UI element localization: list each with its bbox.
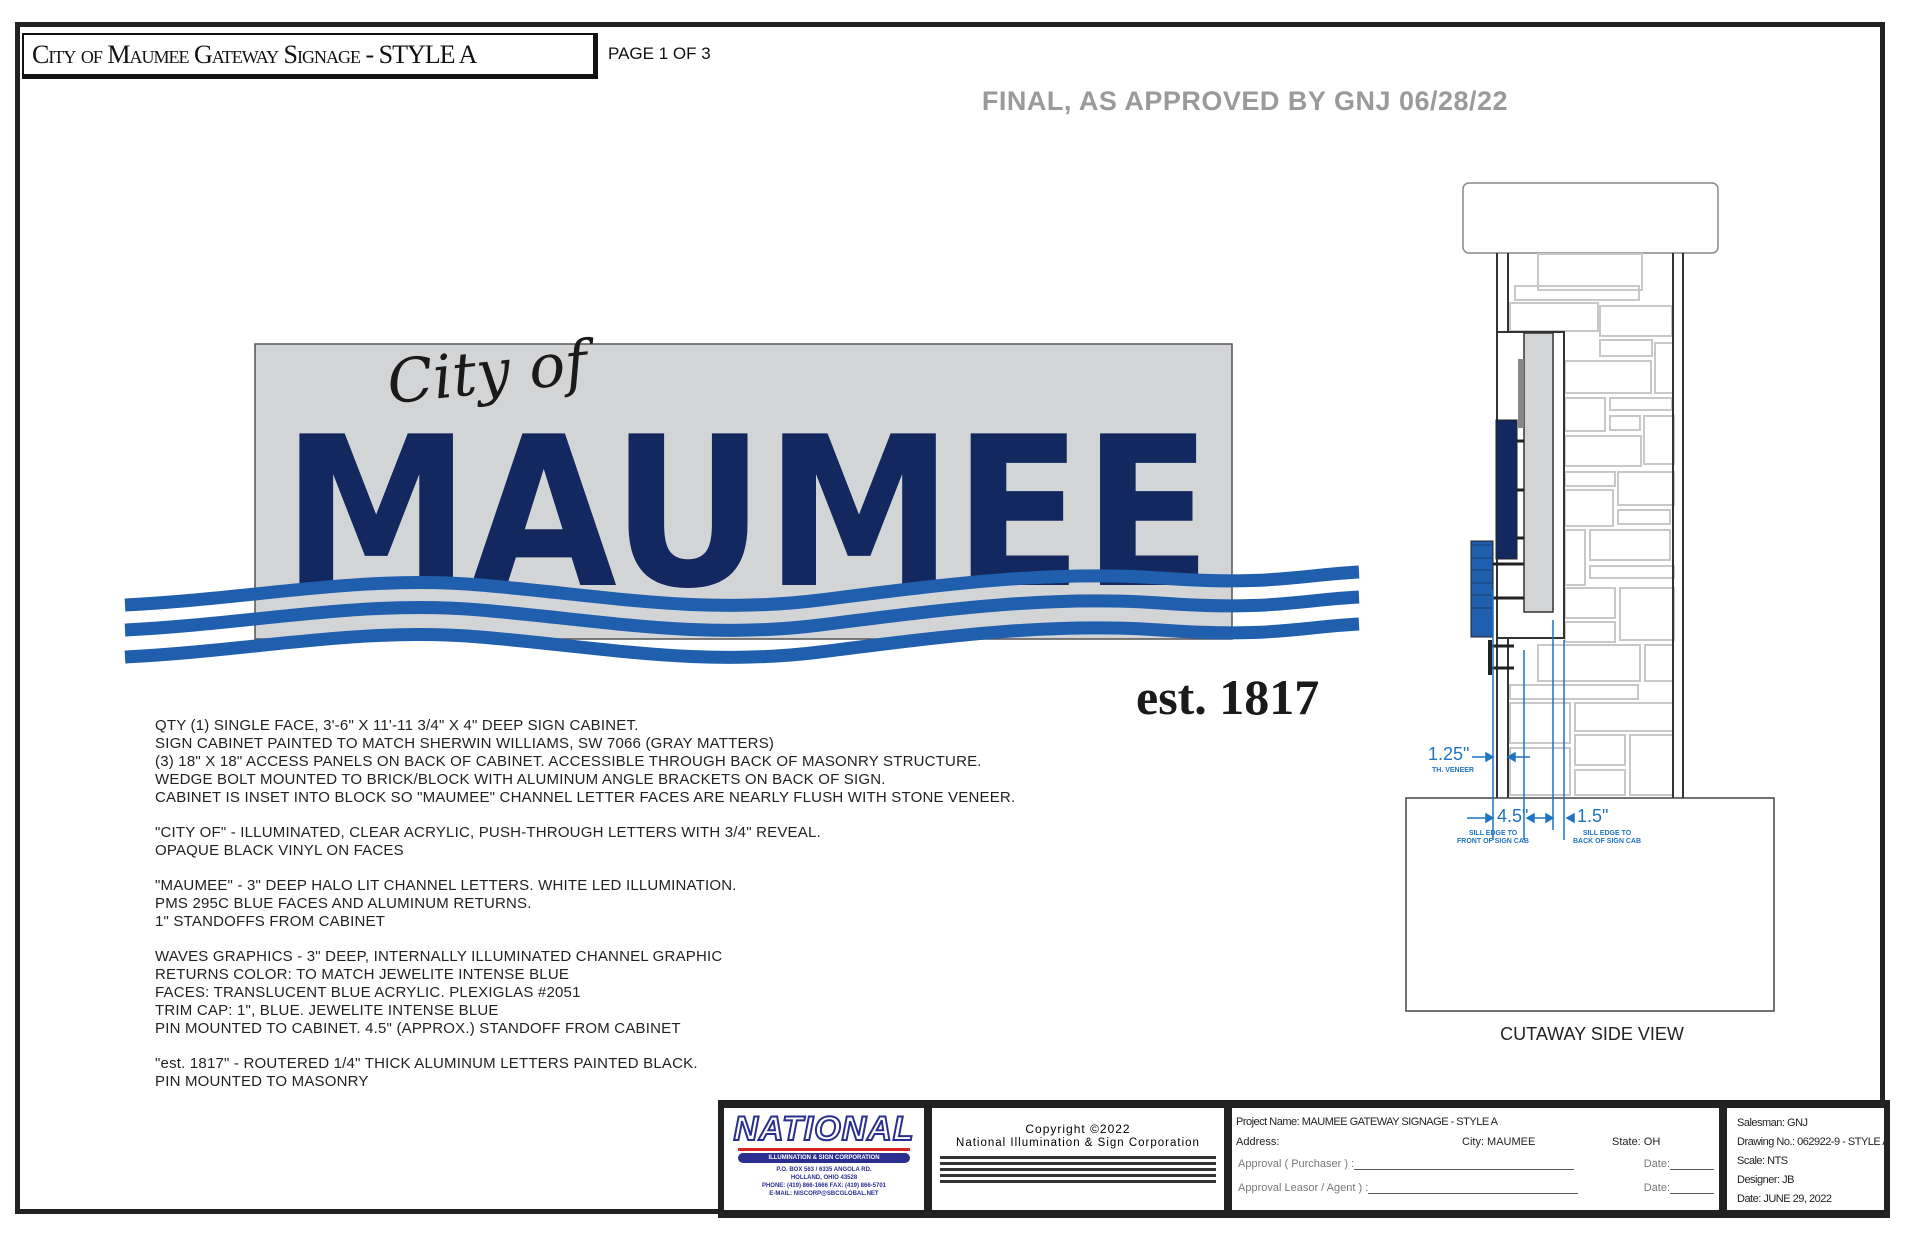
date-label: Date: <box>1643 1182 1670 1194</box>
est-1817: est. 1817 <box>1136 669 1319 725</box>
note-line: CABINET IS INSET INTO BLOCK SO "MAUMEE" … <box>155 789 1016 806</box>
est-letter-section <box>1488 640 1492 675</box>
note-line: SIGN CABINET PAINTED TO MATCH SHERWIN WI… <box>155 735 775 752</box>
dim-front-note-line: SILL EDGE TO <box>1468 830 1518 837</box>
approval-purchaser-label: Approval ( Purchaser ) : <box>1238 1158 1355 1170</box>
approval-purchaser-date[interactable]: Date: <box>1644 1158 1714 1170</box>
dim-back: 1.5" <box>1577 806 1609 826</box>
dim-front-note-line: FRONT OF SIGN CAB <box>1457 838 1529 845</box>
dimension-lines <box>1467 590 1575 840</box>
project-info: Project Name: MAUMEE GATEWAY SIGNAGE - S… <box>1232 1108 1719 1210</box>
wave-graphics <box>124 565 1360 664</box>
company-name: National Illumination & Sign Corporation <box>956 1137 1200 1149</box>
approval-note: FINAL, AS APPROVED BY GNJ 06/28/22 <box>981 86 1509 116</box>
copyright: Copyright ©2022 <box>1025 1122 1131 1136</box>
wave-band-3 <box>124 617 1360 664</box>
scale: Scale: NTS <box>1737 1155 1788 1167</box>
dim-front: 4.5" <box>1497 806 1529 826</box>
address-line: HOLLAND, OHIO 43528 <box>790 1175 858 1181</box>
salesman: Salesman: GNJ <box>1737 1117 1808 1129</box>
column-cap <box>1462 182 1719 254</box>
approval-purchaser-field[interactable]: Approval ( Purchaser ) : <box>1238 1158 1575 1170</box>
company-address: P.O. BOX 563 / 6335 ANGOLA RD. HOLLAND, … <box>724 1166 924 1198</box>
logo-wordmark: NATIONAL <box>732 1109 915 1149</box>
approval-leasor-date[interactable]: Date: <box>1644 1182 1714 1194</box>
note-line: 1" STANDOFFS FROM CABINET <box>155 913 386 930</box>
city: City: MAUMEE <box>1462 1136 1536 1148</box>
note-line: (3) 18" X 18" ACCESS PANELS ON BACK OF C… <box>155 753 982 770</box>
approval-leasor-field[interactable]: Approval Leasor / Agent ) : <box>1238 1182 1579 1194</box>
note-line: PMS 295C BLUE FACES AND ALUMINUM RETURNS… <box>155 895 532 912</box>
note-maumee: "MAUMEE" - 3" DEEP HALO LIT CHANNEL LETT… <box>155 877 1015 931</box>
wave-graphic-section <box>1470 540 1494 638</box>
note-line: "MAUMEE" - 3" DEEP HALO LIT CHANNEL LETT… <box>155 877 737 894</box>
note-city-of: "CITY OF" - ILLUMINATED, CLEAR ACRYLIC, … <box>155 824 1015 860</box>
note-line: "CITY OF" - ILLUMINATED, CLEAR ACRYLIC, … <box>155 824 821 841</box>
specification-notes: QTY (1) SINGLE FACE, 3'-6" X 11'-11 3/4"… <box>155 717 1015 1108</box>
note-est: "est. 1817" - ROUTERED 1/4" THICK ALUMIN… <box>155 1055 1015 1091</box>
cutaway-side-view <box>1405 182 1775 1012</box>
note-line: PIN MOUNTED TO CABINET. 4.5" (APPROX.) S… <box>155 1020 681 1037</box>
dim-back-note-line: SILL EDGE TO <box>1582 830 1632 837</box>
dim-veneer-note: TH. VENEER <box>1431 767 1474 774</box>
drawing-title: City of Maumee Gateway Signage - STYLE A <box>22 33 598 79</box>
note-line: FACES: TRANSLUCENT BLUE ACRYLIC. PLEXIGL… <box>155 984 581 1001</box>
logo-tagline: ILLUMINATION & SIGN CORPORATION <box>738 1153 910 1163</box>
sign-cabinet <box>254 343 1233 640</box>
maumee-letters: MAUMEE <box>282 393 1212 635</box>
drawing-info: Salesman: GNJ Drawing No.: 062922-9 - ST… <box>1727 1108 1884 1210</box>
sign-cabinet-section <box>1523 332 1554 613</box>
note-line: RETURNS COLOR: TO MATCH JEWELITE INTENSE… <box>155 966 570 983</box>
note-waves: WAVES GRAPHICS - 3" DEEP, INTERNALLY ILL… <box>155 948 1015 1038</box>
address-line: P.O. BOX 563 / 6335 ANGOLA RD. <box>776 1167 872 1173</box>
address-label: Address: <box>1236 1136 1280 1148</box>
wave-band-1 <box>124 565 1360 612</box>
dim-back-note: SILL EDGE TO BACK OF SIGN CAB <box>1562 830 1652 846</box>
project-name: Project Name: MAUMEE GATEWAY SIGNAGE - S… <box>1236 1116 1498 1128</box>
address-line: PHONE: (419) 866-1666 FAX: (419) 866-570… <box>761 1183 887 1189</box>
note-line: WEDGE BOLT MOUNTED TO BRICK/BLOCK WITH A… <box>155 771 886 788</box>
drawing-date: Date: JUNE 29, 2022 <box>1737 1193 1832 1205</box>
address-line: E-MAIL: NISCORP@SBCGLOBAL.NET <box>769 1191 879 1197</box>
note-line: "est. 1817" - ROUTERED 1/4" THICK ALUMIN… <box>155 1055 698 1072</box>
maumee-letter-section <box>1495 419 1518 560</box>
city-of-letter-section <box>1518 359 1524 428</box>
dim-back-note-line: BACK OF SIGN CAB <box>1572 838 1642 845</box>
note-line: TRIM CAP: 1", BLUE. JEWELITE INTENSE BLU… <box>155 1002 499 1019</box>
date-label: Date: <box>1643 1158 1670 1170</box>
cutaway-label: CUTAWAY SIDE VIEW <box>1500 1024 1684 1044</box>
designer: Designer: JB <box>1737 1174 1794 1186</box>
legal-fine-print <box>932 1156 1224 1183</box>
dim-veneer: 1.25" <box>1428 744 1470 764</box>
note-line: PIN MOUNTED TO MASONRY <box>155 1073 369 1090</box>
state: State: OH <box>1612 1136 1661 1148</box>
dim-front-note: SILL EDGE TO FRONT OF SIGN CAB <box>1448 830 1538 846</box>
company-logo: NATIONAL ILLUMINATION & SIGN CORPORATION… <box>724 1108 924 1210</box>
note-line: OPAQUE BLACK VINYL ON FACES <box>155 842 404 859</box>
logo-red-bar <box>738 1148 910 1151</box>
page-number: PAGE 1 OF 3 <box>608 44 711 63</box>
approval-leasor-label: Approval Leasor / Agent ) : <box>1238 1182 1369 1194</box>
drawing-number: Drawing No.: 062922-9 - STYLE A <box>1737 1136 1884 1148</box>
column-base <box>1405 797 1775 1012</box>
note-line: WAVES GRAPHICS - 3" DEEP, INTERNALLY ILL… <box>155 948 723 965</box>
note-line: QTY (1) SINGLE FACE, 3'-6" X 11'-11 3/4"… <box>155 717 639 734</box>
title-block: NATIONAL ILLUMINATION & SIGN CORPORATION… <box>718 1100 1890 1218</box>
copyright-cell: Copyright ©2022 National Illumination & … <box>932 1108 1224 1210</box>
note-cabinet: QTY (1) SINGLE FACE, 3'-6" X 11'-11 3/4"… <box>155 717 1015 807</box>
wave-band-2 <box>124 590 1360 637</box>
